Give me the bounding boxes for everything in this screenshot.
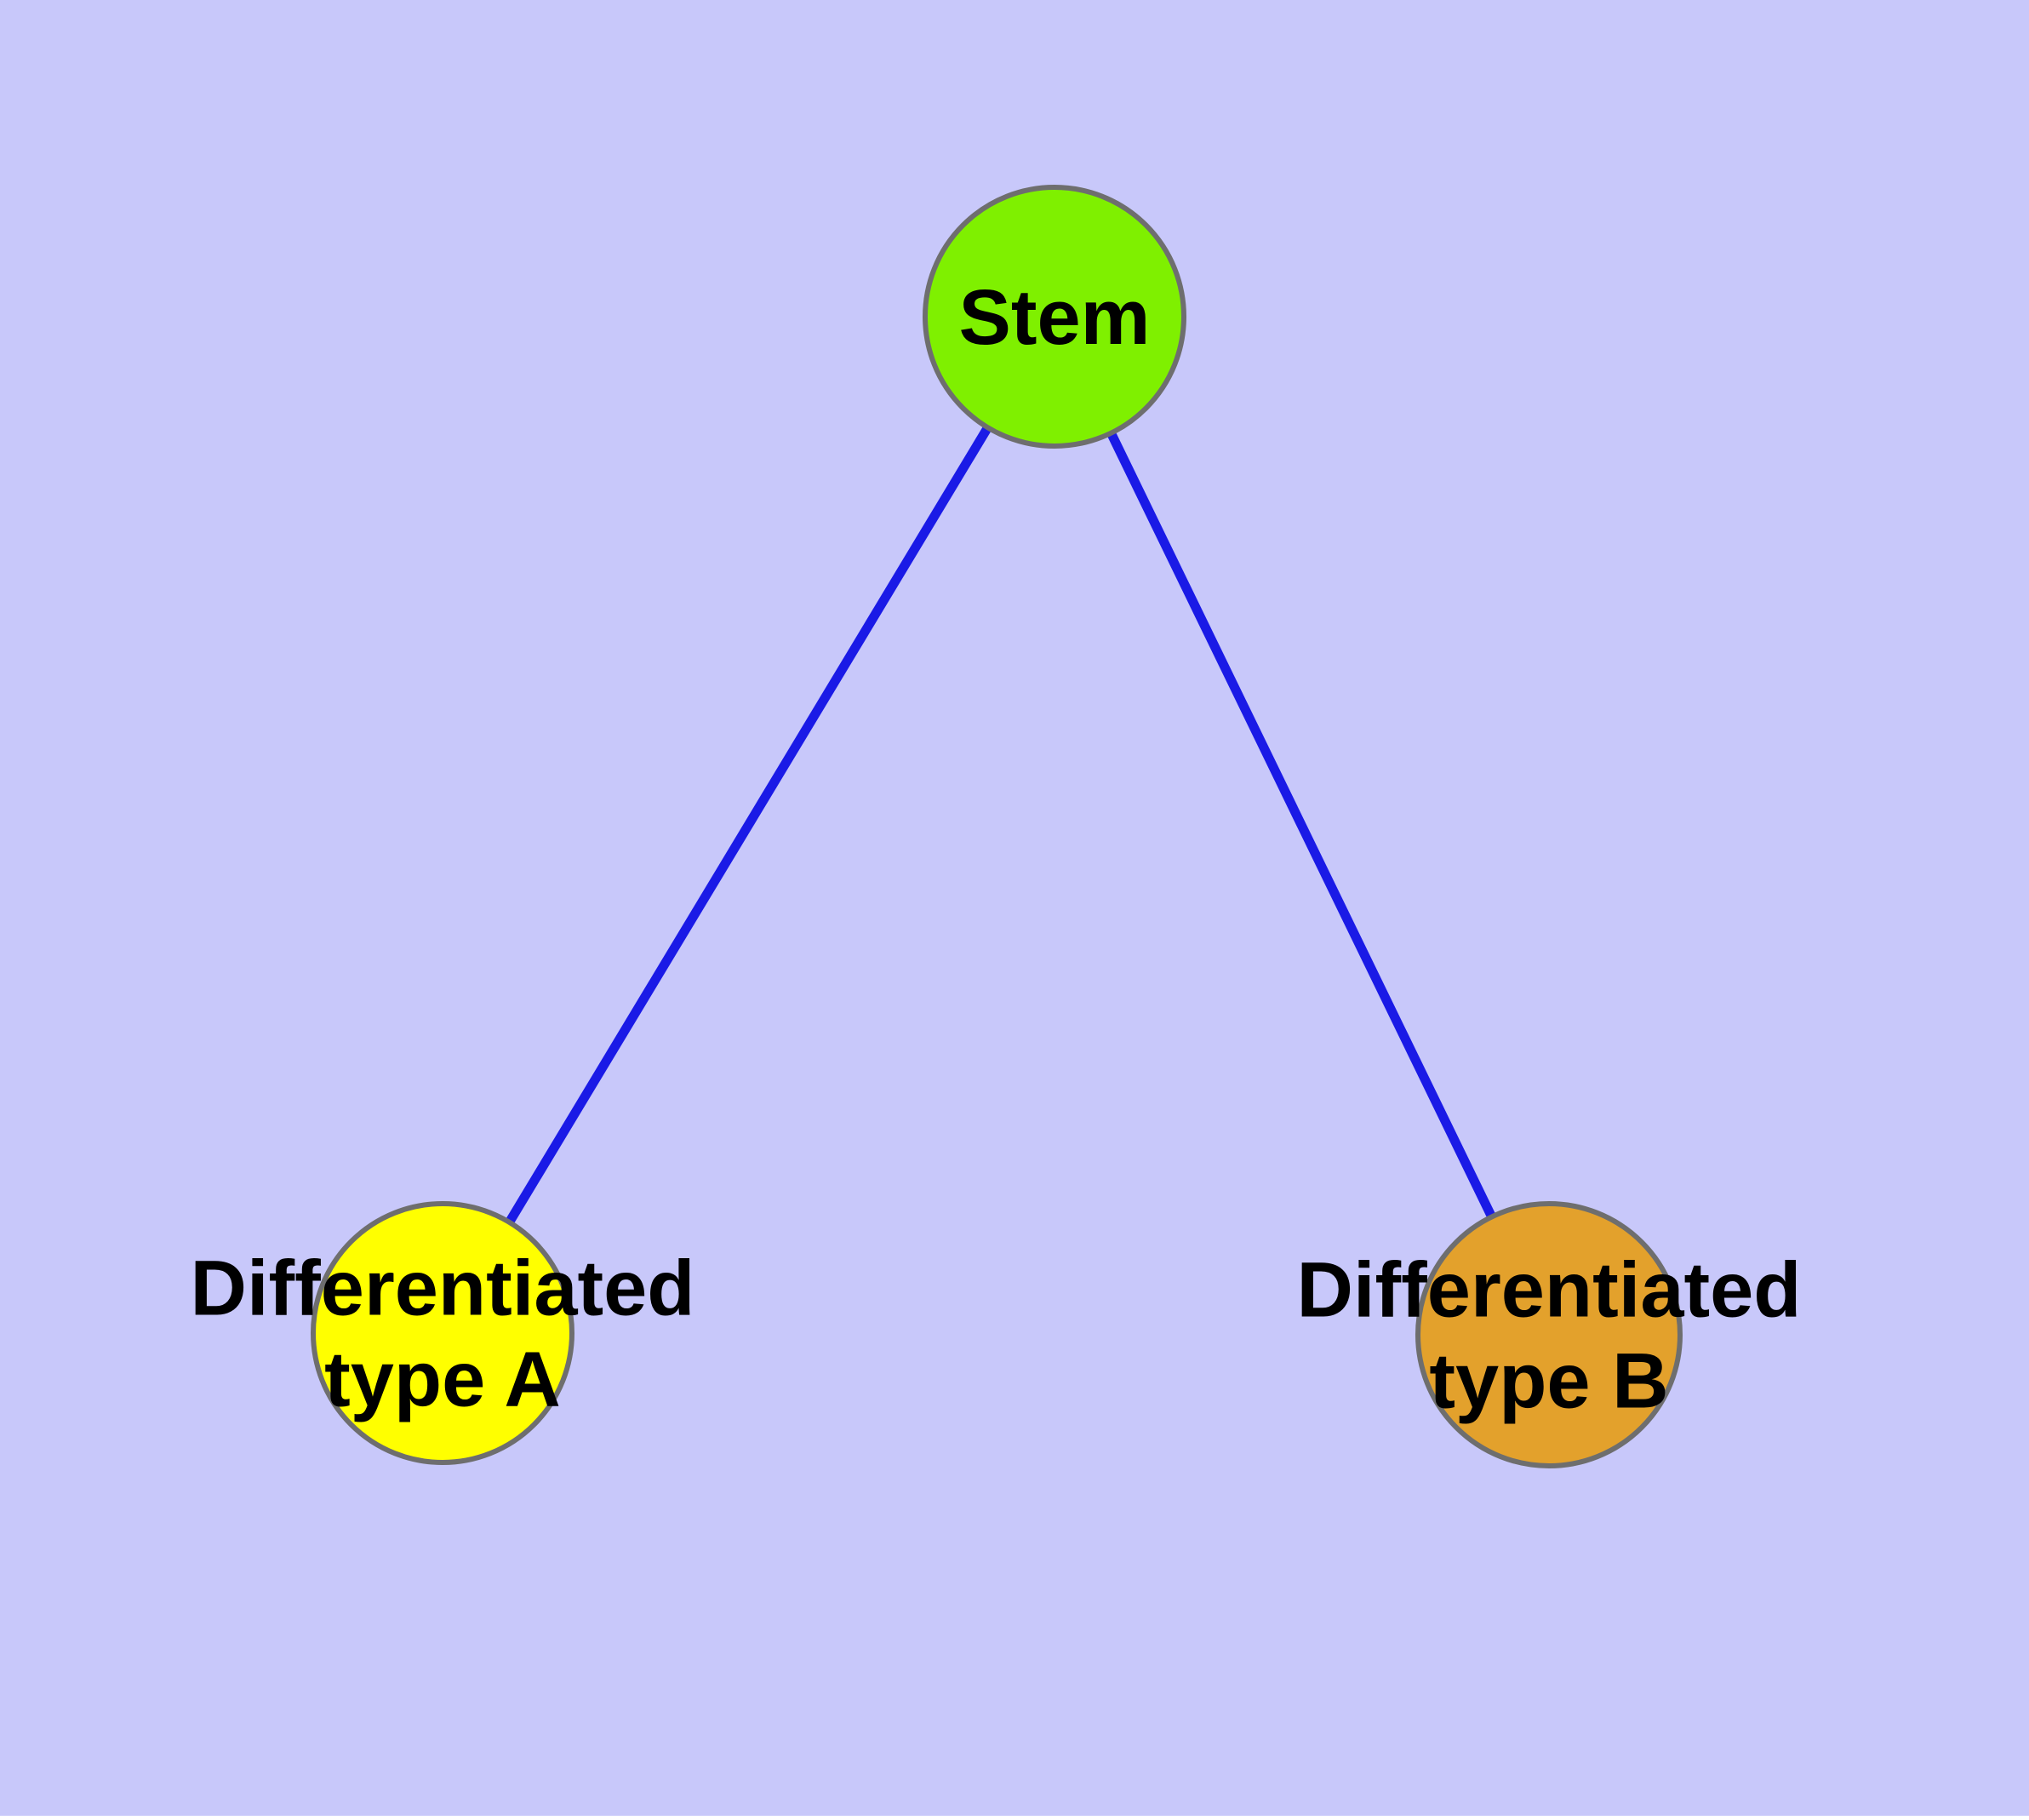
node-label-line: Differentiated [1297, 1247, 1802, 1334]
node-layer [311, 185, 1683, 1468]
node-label-line: Stem [959, 274, 1151, 361]
node-label-line: Differentiated [191, 1245, 695, 1332]
node-diffA[interactable] [311, 1201, 574, 1465]
edge-stem-diffB[interactable] [1106, 429, 1497, 1221]
node-diffB[interactable] [1415, 1201, 1683, 1468]
node-stem[interactable] [923, 185, 1186, 449]
node-label-stem: Stem [959, 274, 1151, 361]
edge-layer [504, 423, 1497, 1227]
node-label-line: type B [1429, 1338, 1668, 1425]
edge-stem-diffA[interactable] [504, 423, 993, 1227]
node-label-line: type A [324, 1336, 561, 1423]
